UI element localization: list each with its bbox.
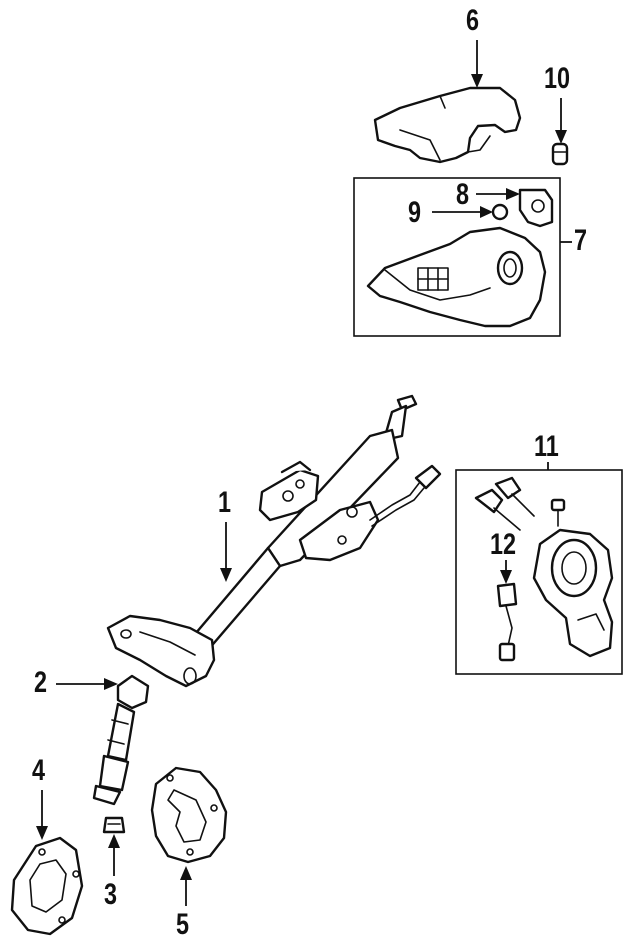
intermediate-shaft (92, 674, 150, 806)
bracket-part (518, 188, 554, 228)
mounting-plate (150, 766, 228, 864)
callout-11: 11 (534, 430, 559, 463)
callout-3: 3 (104, 878, 118, 911)
callout-6: 6 (466, 4, 480, 37)
clip-part (551, 142, 569, 166)
lock-screw (550, 498, 566, 527)
callout-7: 7 (574, 224, 588, 257)
callout-2: 2 (34, 666, 48, 699)
lock-housing (532, 528, 614, 658)
boot-cover (10, 836, 84, 936)
callout-10: 10 (544, 62, 571, 95)
lower-cover-box (353, 177, 561, 337)
lower-column-cover (366, 226, 547, 328)
plug-part (491, 203, 509, 221)
lock-set-box (455, 469, 623, 675)
upper-column-cover (373, 86, 522, 164)
callout-8: 8 (456, 178, 470, 211)
switch-wire (496, 582, 518, 662)
nut-part (102, 816, 126, 834)
steering-column (106, 394, 442, 688)
callout-1: 1 (218, 486, 232, 519)
ignition-keys (474, 476, 535, 531)
callout-5: 5 (176, 908, 190, 941)
callout-12: 12 (490, 528, 517, 561)
callout-4: 4 (32, 754, 46, 787)
callout-9: 9 (408, 196, 422, 229)
